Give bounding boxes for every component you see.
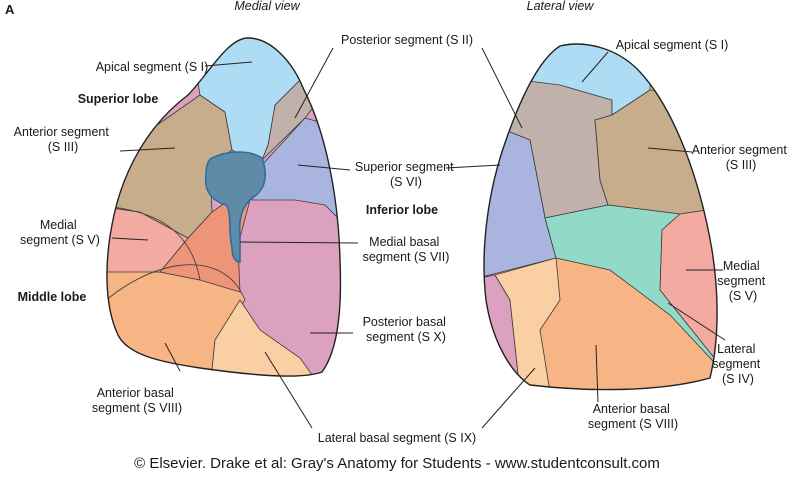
- label-line: Apical segment (S I): [616, 38, 729, 52]
- label-line: segment: [712, 357, 760, 371]
- label-line: Apical segment (S I): [96, 60, 209, 74]
- label-medial-anterior-basal: Anterior basal segment (S VIII): [92, 386, 182, 415]
- label-medial-medial: Medial segment (S V): [20, 218, 100, 247]
- label-line: Superior segment: [355, 160, 454, 174]
- label-line: segment (S VIII): [92, 401, 182, 415]
- hilum-bronchus: [204, 151, 266, 263]
- label-line: Posterior basal: [363, 315, 446, 329]
- label-lateral-lateral: Lateral segment (S IV): [712, 342, 763, 386]
- leader-lateral-superior: [445, 164, 501, 169]
- label-line: segment (S V): [20, 233, 100, 247]
- leader-medial-superior: [297, 164, 351, 171]
- label-medial-anterior: Anterior segment (S III): [14, 125, 113, 154]
- lateral-view-title: Lateral view: [527, 0, 595, 13]
- leader-medial-anterior-basal: [164, 342, 181, 372]
- label-line: Anterior basal: [97, 386, 174, 400]
- copyright-text: © Elsevier. Drake et al: Gray's Anatomy …: [134, 455, 660, 472]
- leader-lateral-anterior-basal: [595, 344, 599, 403]
- medial-view-lung: [106, 37, 342, 377]
- label-line: Lateral: [717, 342, 755, 356]
- label-line: Medial basal: [369, 235, 439, 249]
- panel-letter: A: [5, 2, 15, 17]
- leader-medial-medial: [111, 237, 149, 241]
- label-lateral-medial: Medial segment (S V): [717, 259, 768, 303]
- label-line: (S V): [729, 289, 757, 303]
- label-lateral-anterior-basal: Anterior basal segment (S VIII): [588, 402, 678, 431]
- leader-lines: [111, 47, 726, 429]
- label-medial-posterior: Posterior segment (S II): [341, 33, 473, 47]
- label-lateral-basal: Lateral basal segment (S IX): [318, 431, 476, 445]
- label-line: Posterior segment (S II): [341, 33, 473, 47]
- label-line: segment (S VIII): [588, 417, 678, 431]
- label-line: Anterior segment: [14, 125, 110, 139]
- lobe-middle-label: Middle lobe: [18, 290, 87, 304]
- label-line: (S VI): [390, 175, 422, 189]
- label-line: segment: [717, 274, 765, 288]
- medial-superior-segment-region: [251, 117, 341, 226]
- label-medial-medial-basal: Medial basal segment (S VII): [363, 235, 450, 264]
- lateral-view-lung: [483, 43, 718, 391]
- label-line: segment (S X): [366, 330, 446, 344]
- label-line: (S IV): [722, 372, 754, 386]
- label-medial-posterior-basal: Posterior basal segment (S X): [363, 315, 450, 344]
- lateral-lung-outline: [483, 43, 718, 391]
- leader-lateral-posterior: [481, 47, 523, 129]
- label-line: Lateral basal segment (S IX): [318, 431, 476, 445]
- lobe-inferior-label: Inferior lobe: [366, 203, 438, 217]
- label-line: Anterior segment: [692, 143, 788, 157]
- label-medial-superior: Superior segment (S VI): [355, 160, 457, 189]
- leader-medial-medial-basal: [239, 241, 359, 244]
- medial-fissure-curve: [106, 264, 241, 311]
- leader-medial-lateral-basal: [264, 351, 313, 429]
- leader-lateral-lateral: [667, 302, 726, 341]
- label-lateral-anterior: Anterior segment (S III): [692, 143, 791, 172]
- lateral-lateral-basal-region: [494, 257, 561, 390]
- leader-medial-anterior: [119, 147, 176, 152]
- label-line: (S III): [726, 158, 757, 172]
- label-line: Anterior basal: [593, 402, 670, 416]
- leader-medial-posterior: [294, 47, 334, 119]
- label-lateral-apical: Apical segment (S I): [616, 38, 729, 52]
- label-medial-apical: Apical segment (S I): [96, 60, 209, 74]
- leader-lateral-apical: [581, 51, 609, 83]
- medial-view-title: Medial view: [234, 0, 300, 13]
- lateral-medial-segment-region: [659, 204, 718, 390]
- leader-lateral-anterior: [647, 147, 693, 153]
- leader-lateral-lateral-basal: [481, 367, 536, 429]
- label-line: Medial: [40, 218, 77, 232]
- lobe-superior-label: Superior lobe: [78, 92, 159, 106]
- label-line: segment (S VII): [363, 250, 450, 264]
- label-line: (S III): [48, 140, 79, 154]
- medial-lung-outline: [106, 37, 342, 377]
- labels: A Medial view Lateral view Superior lobe…: [5, 0, 791, 472]
- label-line: Medial: [723, 259, 760, 273]
- leader-medial-apical: [204, 61, 253, 67]
